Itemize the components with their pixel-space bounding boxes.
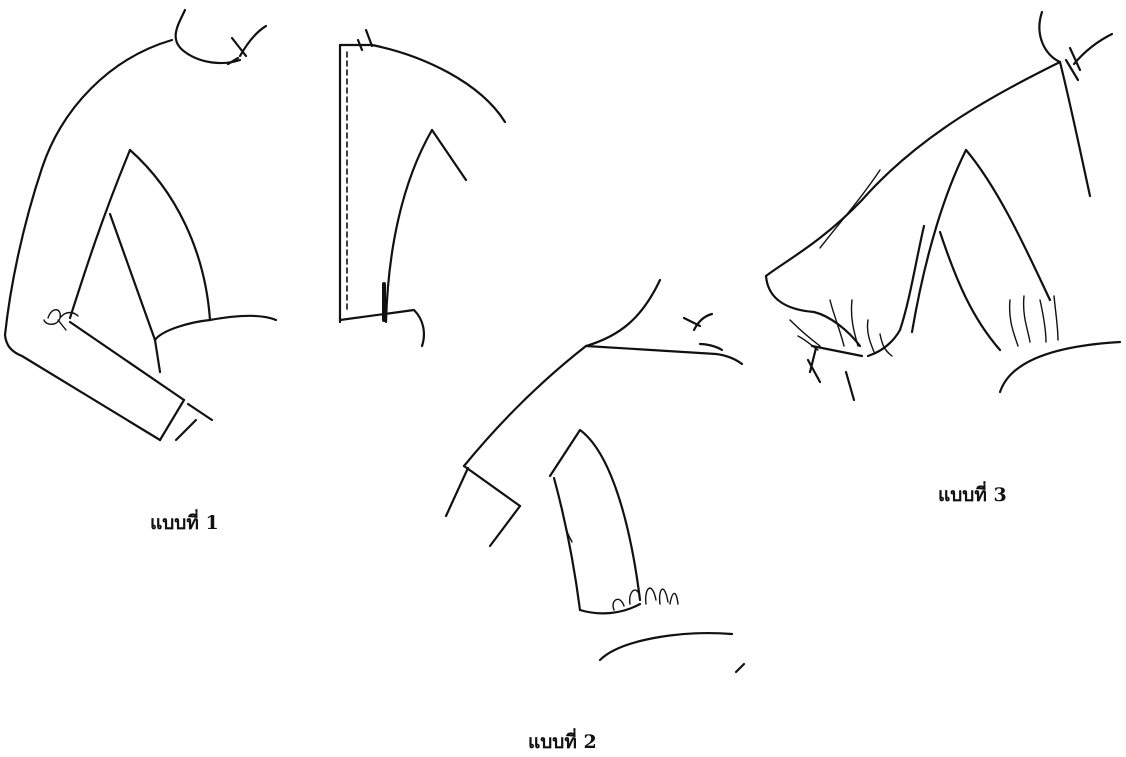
sleeve-upper-edge — [70, 322, 184, 400]
collar-mark — [1066, 34, 1112, 80]
princess-seam — [110, 214, 155, 340]
sketch-pattern-piece — [340, 30, 505, 346]
shoulder-outline — [766, 62, 1060, 276]
shoulder-outline — [5, 40, 172, 335]
pattern-dart — [432, 130, 466, 180]
bodice-inner — [940, 232, 1000, 350]
neckline — [176, 10, 240, 63]
waist-curve — [600, 633, 732, 660]
shoulder-seam — [820, 170, 880, 248]
waistline — [155, 316, 276, 340]
gathers — [613, 588, 678, 610]
pattern-shoulder — [372, 45, 505, 122]
sleeve-gathers — [790, 300, 892, 356]
puff-outer — [766, 276, 860, 346]
sketch-style-1 — [5, 10, 276, 440]
sketch-style-3 — [766, 12, 1120, 400]
neckline — [586, 280, 660, 346]
cuff-band — [808, 346, 862, 400]
hem-stroke — [155, 340, 160, 372]
bodice-side — [966, 150, 1050, 300]
waist-curve — [1000, 342, 1120, 392]
neck-edge — [1060, 62, 1090, 196]
bodice-gathers — [1010, 296, 1058, 346]
collar-mark — [684, 314, 722, 350]
caption-style-2: แบบที่ 2 — [528, 727, 597, 757]
caption-style-1: แบบที่ 1 — [150, 508, 219, 538]
sleeve-hem — [464, 466, 520, 506]
waist-stroke — [736, 664, 744, 672]
cuff-line — [160, 400, 212, 440]
collar-mark — [228, 26, 266, 64]
gathered-hem — [580, 604, 640, 613]
bow-detail — [44, 310, 78, 330]
bodice-side — [554, 478, 580, 610]
caption-style-3: แบบที่ 3 — [938, 480, 1007, 510]
sleeve-outer-edge — [5, 335, 160, 440]
pattern-waist — [340, 310, 424, 346]
neckline — [1039, 12, 1060, 62]
armhole-curve — [130, 150, 210, 320]
bodice-side-line — [70, 150, 130, 318]
pattern-armhole — [386, 130, 432, 322]
pattern-neck-mark — [340, 30, 372, 50]
sleeve-underarm — [868, 226, 924, 356]
sketch-style-2 — [446, 280, 744, 672]
